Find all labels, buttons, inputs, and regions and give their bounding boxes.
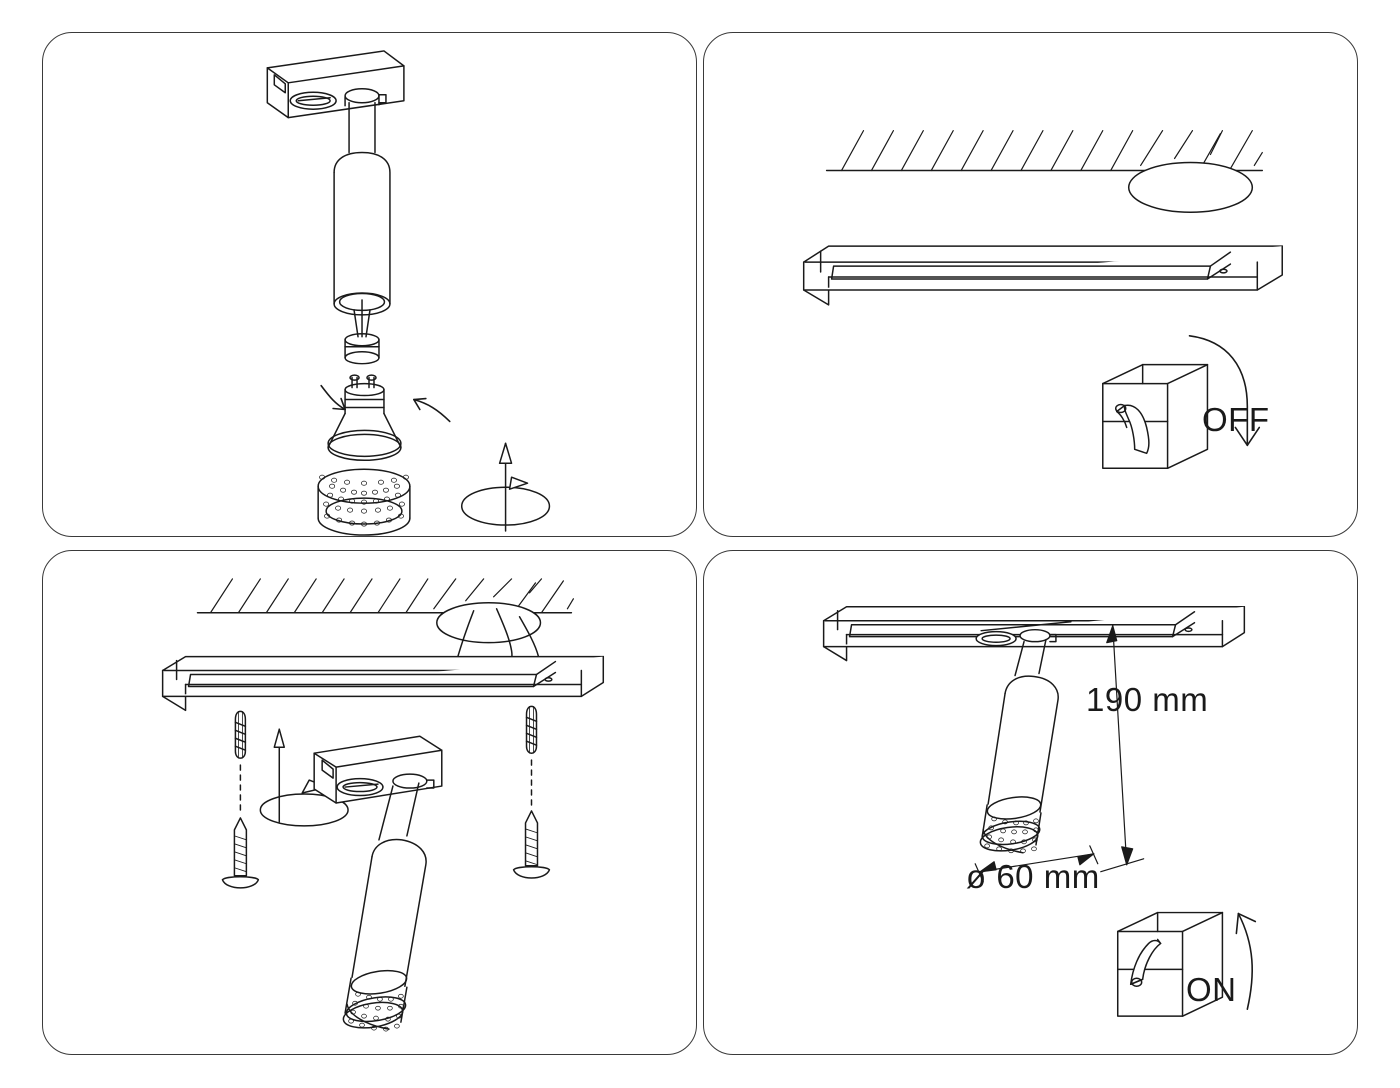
cylinder-body-icon [986, 675, 1059, 820]
panel-step-3 [42, 550, 697, 1055]
track-rail-icon [802, 245, 1283, 306]
track-adapter-icon [266, 50, 405, 119]
curved-arrow-up-icon [1235, 912, 1257, 1010]
ceiling-hatch-pattern [840, 130, 1263, 172]
insert-arrow-right-icon [413, 397, 451, 423]
cylinder-body-icon [333, 151, 391, 316]
screw-right-icon [512, 810, 551, 879]
panel-1-drawing [266, 50, 551, 536]
wall-anchor-left-icon [234, 710, 247, 759]
height-dimension-label: 190 mm [1086, 681, 1209, 718]
wall-switch-off-icon [1102, 363, 1209, 470]
diameter-dimension-line-icon [974, 845, 1099, 883]
insert-arrow-left-icon [320, 384, 346, 411]
panel-step-1 [42, 32, 697, 537]
junction-box-opening-icon [1127, 161, 1254, 214]
honeycomb-mesh-pattern [319, 474, 409, 527]
junction-box-opening-icon [436, 602, 542, 644]
stem-icon [1014, 638, 1047, 677]
wall-anchor-right-icon [525, 705, 538, 754]
track-rail-icon [822, 606, 1246, 662]
spotlight-assembly-icon [313, 735, 443, 1032]
honeycomb-ring-icon [317, 468, 411, 536]
lamp-holder-icon [344, 299, 380, 365]
hatched-ceiling-icon [825, 130, 1264, 214]
panel-4-drawing [822, 606, 1257, 1017]
rotate-axis-arrow-icon [460, 442, 551, 532]
honeycomb-mesh-pattern [348, 991, 404, 1032]
ceiling-hatch-pattern [209, 578, 574, 614]
panel-step-4: 190 mm ø 60 mm ON [703, 550, 1358, 1055]
wall-switch-on-icon [1116, 911, 1224, 1017]
diameter-dimension-label: ø 60 mm [966, 858, 1100, 895]
honeycomb-mesh-pattern [984, 816, 1039, 854]
panel-step-2: OFF [703, 32, 1358, 537]
curved-arrow-down-icon [1188, 334, 1261, 447]
stem-icon [348, 101, 376, 154]
panel-2-drawing [802, 130, 1283, 470]
panel-3-drawing [161, 578, 605, 1032]
honeycomb-ring-icon [979, 804, 1042, 854]
gu10-bulb-icon [327, 374, 402, 462]
height-dimension-line-icon [1100, 625, 1145, 873]
switch-state-label-on: ON [1186, 971, 1237, 1008]
track-rail-icon [161, 655, 605, 712]
honeycomb-ring-icon [342, 977, 408, 1032]
switch-state-label-off: OFF [1202, 401, 1270, 438]
screw-left-icon [221, 817, 260, 889]
hatched-ceiling-icon [196, 578, 574, 644]
